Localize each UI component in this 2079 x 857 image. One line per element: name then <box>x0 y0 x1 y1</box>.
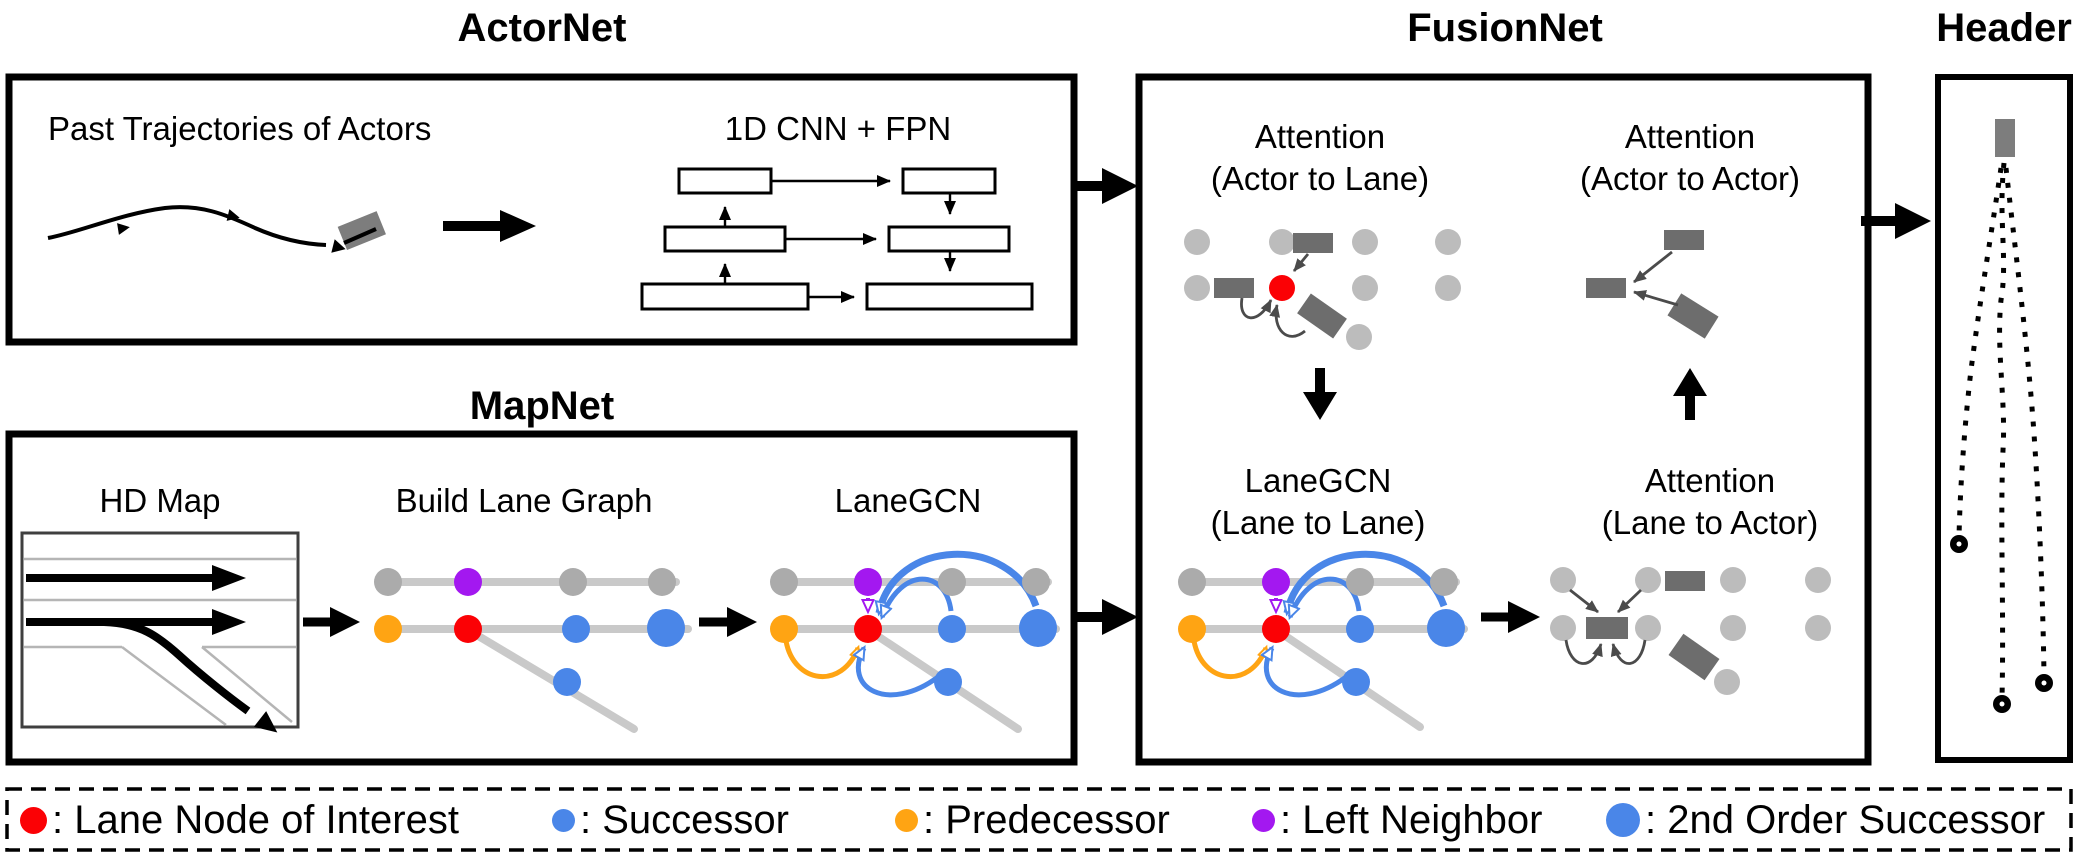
actor-rect <box>1214 278 1254 298</box>
legend-item-left-neighbor: : Left Neighbor <box>1252 792 1542 848</box>
arrow-graph-to-gcn <box>699 607 757 637</box>
lane-node-of-interest <box>454 615 482 643</box>
second-order-successor-dot <box>1606 803 1640 837</box>
arrow-map-to-graph <box>303 607 360 637</box>
predecessor-dot <box>895 808 918 832</box>
left-neighbor-node <box>454 568 482 596</box>
legend-item-successor: : Successor <box>552 792 789 848</box>
successor-dot <box>552 808 575 832</box>
trajectory-endpoint <box>2035 674 2053 692</box>
attention-lane-to-actor-label-2: (Lane to Actor) <box>1601 504 1819 541</box>
lane-graph-gcn-fusionnet <box>1178 550 1468 731</box>
header-vehicle <box>1995 119 2015 157</box>
actor-rect <box>1297 293 1347 339</box>
lanegcn-lane-to-lane-label-1: LaneGCN <box>1244 462 1392 499</box>
actor-rect <box>1586 278 1626 298</box>
second-order-successor-node <box>647 609 685 647</box>
left-neighbor-dot <box>1252 808 1275 832</box>
attention-lane-to-actor-label-1: Attention <box>1644 462 1776 499</box>
legend-item-2nd-order-successor: : 2nd Order Successor <box>1606 792 2045 848</box>
lane-node-of-interest-dot <box>20 806 47 834</box>
legend-item-predecessor: : Predecessor <box>895 792 1170 848</box>
attention-actor-to-lane-label-1: Attention <box>1254 118 1386 155</box>
fusionnet-box <box>1135 73 1872 766</box>
actor-rect <box>1667 293 1719 339</box>
fpn-diagram <box>640 167 1034 311</box>
attention-actor-to-actor-label-2: (Actor to Actor) <box>1579 160 1801 197</box>
attention-actor-to-actor-diagram <box>1586 230 1719 339</box>
legend-label: : Predecessor <box>923 797 1170 842</box>
attention-actor-to-lane-label-2: (Actor to Lane) <box>1210 160 1430 197</box>
trajectory-endpoint <box>1993 695 2011 713</box>
lane-graph-gcn-mapnet <box>770 550 1060 733</box>
mapnet-box <box>5 430 1078 766</box>
arrow-gcn-to-lane-actor <box>1481 601 1540 633</box>
fusionnet-title: FusionNet <box>1407 6 1603 50</box>
header-box <box>1935 74 2073 763</box>
cnn-fpn-label: 1D CNN + FPN <box>724 110 952 147</box>
hd-map-label: HD Map <box>99 482 221 519</box>
legend-box <box>5 787 2073 852</box>
actor-rect <box>1664 230 1704 250</box>
lane-node-of-interest <box>1269 275 1295 301</box>
actor-rect <box>1293 233 1333 253</box>
arrow-trajectory-to-cnn <box>443 210 536 242</box>
arrow-actornet-to-fusionnet <box>1071 168 1138 204</box>
trajectory-endpoint <box>1950 535 1968 553</box>
predecessor-node <box>374 615 402 643</box>
header-title: Header <box>1936 6 2072 50</box>
mapnet-lanegcn-label: LaneGCN <box>834 482 982 519</box>
attention-actor-to-actor-label-1: Attention <box>1624 118 1756 155</box>
actornet-box <box>5 73 1078 346</box>
actornet-trajectory <box>47 205 386 253</box>
arrow-mapnet-to-fusionnet <box>1071 599 1138 635</box>
legend-label: : Lane Node of Interest <box>52 797 459 842</box>
actor-rect <box>1668 633 1720 681</box>
successor-node <box>562 615 590 643</box>
hd-map-sketch <box>20 531 300 733</box>
build-lane-graph-label: Build Lane Graph <box>395 482 653 519</box>
arrow-up-to-actor-attention <box>1673 368 1707 420</box>
arrow-down-to-lanegcn <box>1303 368 1337 420</box>
past-trajectories-label: Past Trajectories of Actors <box>48 110 432 147</box>
actor-rect <box>1665 571 1705 591</box>
actornet-title: ActorNet <box>457 6 627 50</box>
header-trajectories <box>1950 119 2053 713</box>
attention-actor-to-lane-diagram <box>1184 229 1461 350</box>
legend-label: : Successor <box>580 797 789 842</box>
lanegcn-lane-to-lane-label-2: (Lane to Lane) <box>1210 504 1426 541</box>
attention-lane-to-actor-diagram <box>1550 567 1831 695</box>
arrow-fusionnet-to-header <box>1861 203 1931 239</box>
mapnet-title: MapNet <box>469 384 615 428</box>
legend-item-lane-node-of-interest: : Lane Node of Interest <box>20 792 459 848</box>
lane-graph-initial <box>374 568 692 733</box>
legend-label: : Left Neighbor <box>1280 797 1543 842</box>
actor-rect <box>1586 617 1628 639</box>
legend-label: : 2nd Order Successor <box>1645 797 2046 842</box>
